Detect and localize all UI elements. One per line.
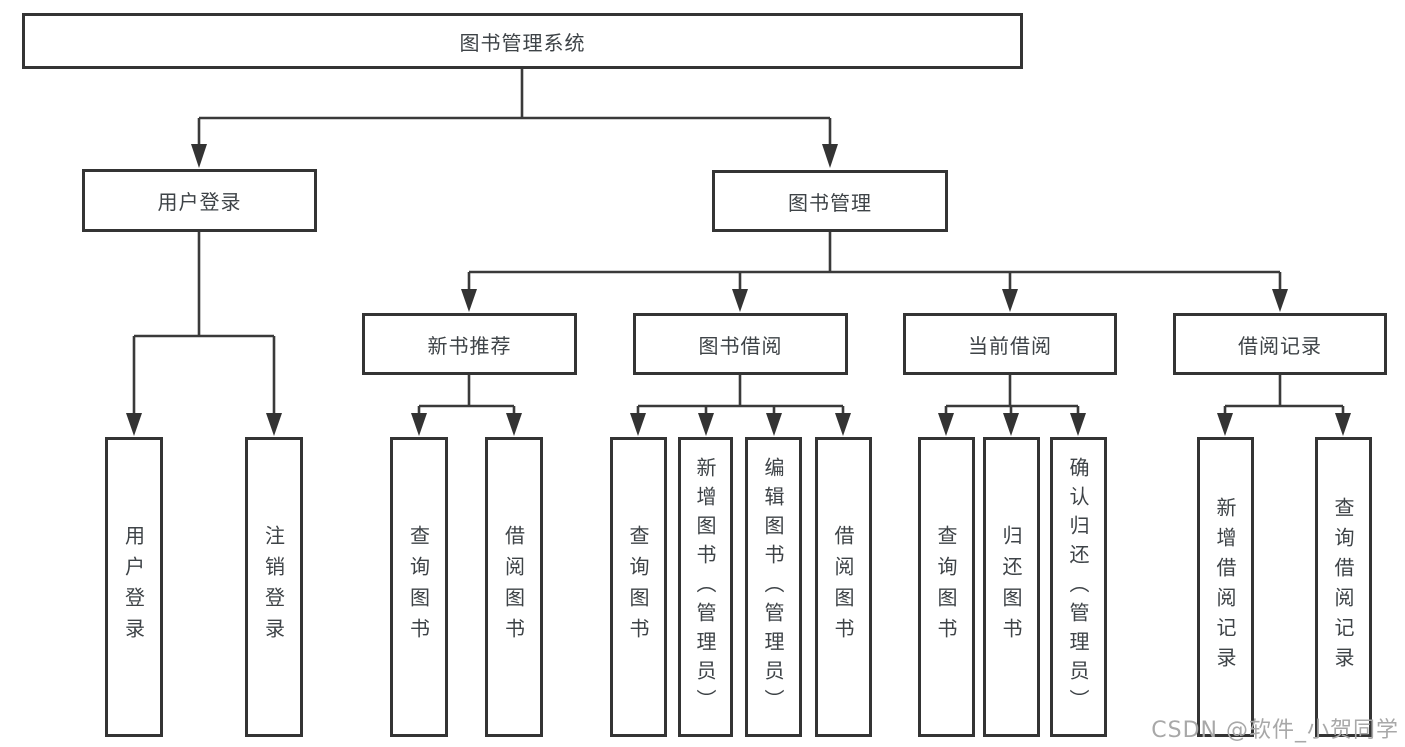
- leaf-borrow-books-borrowing: 借阅图书: [815, 437, 872, 737]
- leaf-user-login: 用户登录: [105, 437, 163, 737]
- node-new-book-recommendation: 新书推荐: [362, 313, 577, 375]
- leaf-return-books: 归还图书: [983, 437, 1040, 737]
- node-borrowing-records: 借阅记录: [1173, 313, 1387, 375]
- node-book-management: 图书管理: [712, 170, 948, 232]
- leaf-add-borrow-record: 新增借阅记录: [1197, 437, 1254, 737]
- leaf-logout: 注销登录: [245, 437, 303, 737]
- leaf-add-books-admin: 新增图书（管理员）: [678, 437, 733, 737]
- leaf-query-borrow-record: 查询借阅记录: [1315, 437, 1372, 737]
- leaf-query-books-borrowing: 查询图书: [610, 437, 667, 737]
- leaf-query-books-current: 查询图书: [918, 437, 975, 737]
- node-user-login: 用户登录: [82, 169, 317, 232]
- node-current-borrowing: 当前借阅: [903, 313, 1117, 375]
- leaf-edit-books-admin: 编辑图书（管理员）: [745, 437, 802, 737]
- node-book-management-system: 图书管理系统: [22, 13, 1023, 69]
- leaf-query-books-recommend: 查询图书: [390, 437, 448, 737]
- node-book-borrowing: 图书借阅: [633, 313, 848, 375]
- leaf-borrow-books-recommend: 借阅图书: [485, 437, 543, 737]
- csdn-watermark: CSDN @软件_小贺同学: [1151, 718, 1399, 743]
- leaf-confirm-return-admin: 确认归还（管理员）: [1050, 437, 1107, 737]
